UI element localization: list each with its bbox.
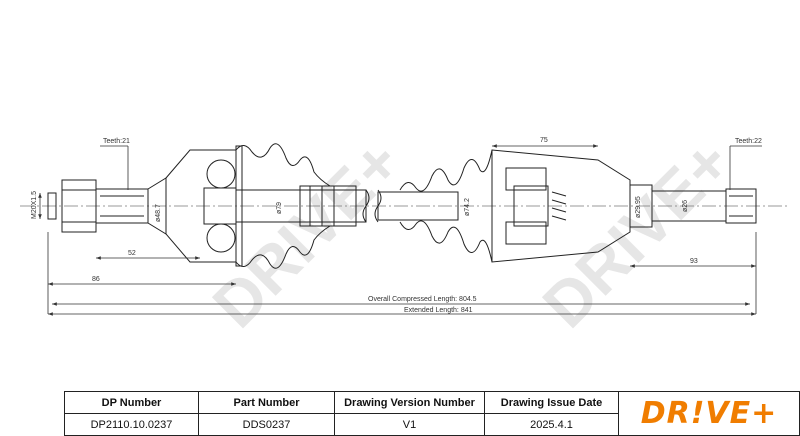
dia-29-95-label: ø29.95 [635, 196, 642, 218]
header-drawing-version: Drawing Version Number [335, 392, 485, 414]
spring-line-4 [551, 215, 567, 221]
dia-74-2-label: ø74.2 [464, 198, 471, 216]
dimensions: Teeth:21 Teeth:22 M20X1.5 52 86 75 93 ø4… [31, 137, 762, 316]
dia-79-label: ø79 [276, 202, 283, 214]
inner-boot-bottom [399, 220, 493, 263]
shaft-right-section [377, 191, 459, 221]
dim-75-label: 75 [540, 137, 548, 144]
spring-line-3 [551, 207, 567, 213]
outer-boot-top [235, 143, 331, 187]
title-block: DP Number Part Number Drawing Version Nu… [64, 391, 800, 436]
left-stub-shaft [47, 177, 167, 235]
header-part-number: Part Number [199, 392, 335, 414]
header-dp-number: DP Number [65, 392, 199, 414]
value-issue-date: 2025.4.1 [485, 414, 619, 436]
outer-boot-bottom [235, 225, 331, 269]
driveshaft-drawing: DRIVE+ DRIVE+ [20, 126, 790, 342]
right-spline [725, 188, 757, 224]
inner-boot-top [399, 149, 493, 192]
tripod-roller-top [505, 167, 547, 191]
spring-line-1 [551, 191, 567, 197]
logo-text: DR!VE+ [640, 396, 778, 431]
inner-boot [399, 149, 493, 263]
dim-86-label: 86 [92, 276, 100, 283]
value-dp-number: DP2110.10.0237 [65, 414, 199, 436]
dia-26-label: ø26 [682, 200, 689, 212]
shaft-damper [299, 185, 357, 227]
tripod-roller-bottom [505, 221, 547, 245]
main-shaft [235, 185, 459, 227]
left-thread-end [47, 192, 57, 220]
spring-line-2 [551, 199, 567, 205]
extended-length-label: Extended Length: 841 [404, 307, 473, 314]
right-stub-shaft [629, 184, 757, 228]
cv-ball-upper [206, 159, 236, 189]
overall-compressed-label: Overall Compressed Length: 804.5 [368, 296, 477, 303]
teeth-right-label: Teeth:22 [735, 138, 762, 145]
inner-joint-housing [491, 149, 631, 263]
dim-93-label: 93 [690, 258, 698, 265]
cv-ball-lower [206, 223, 236, 253]
thread-left-label: M20X1.5 [31, 191, 38, 219]
watermark-text-2: DRIVE+ [529, 126, 745, 342]
value-part-number: DDS0237 [199, 414, 335, 436]
header-issue-date: Drawing Issue Date [485, 392, 619, 414]
teeth-left-label: Teeth:21 [103, 138, 130, 145]
drive-logo: DR!VE+ [619, 392, 800, 436]
tripod-spider [513, 185, 549, 227]
dia-48-7-label: ø48.7 [155, 204, 162, 222]
dim-52-label: 52 [128, 250, 136, 257]
shaft-break-left [362, 189, 370, 223]
inner-tripod-joint [491, 149, 631, 263]
value-drawing-version: V1 [335, 414, 485, 436]
